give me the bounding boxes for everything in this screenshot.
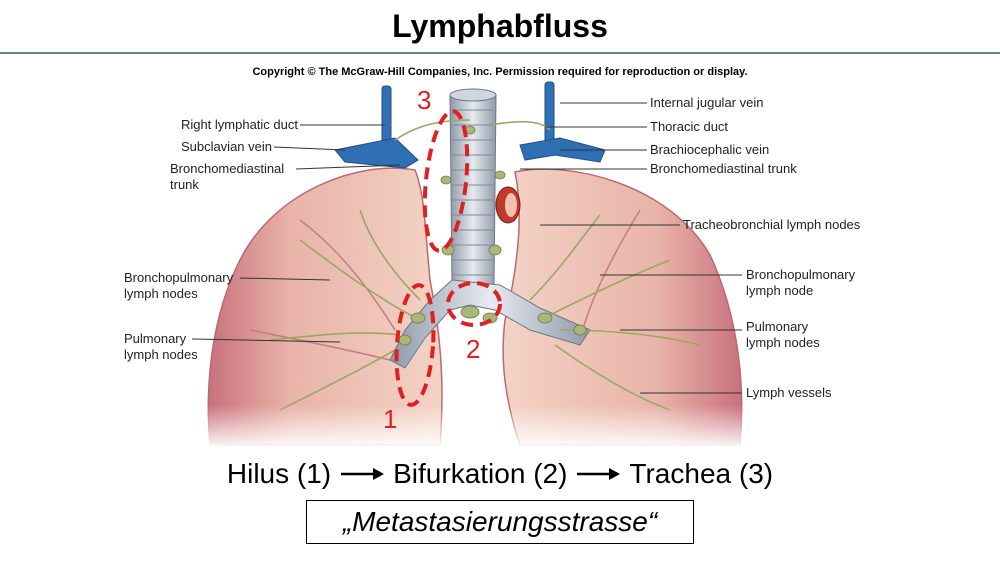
caption-text: „Metastasierungsstrasse“ [342, 506, 658, 537]
label-pulmonary-right-2: lymph nodes [746, 335, 820, 350]
copyright-notice: Copyright © The McGraw-Hill Companies, I… [252, 66, 748, 78]
slide-title: Lymphabfluss [392, 8, 608, 44]
right-lung [207, 167, 443, 446]
marker-number-hilus: 1 [383, 404, 397, 434]
label-pulmonary-right-1: Pulmonary [746, 319, 809, 334]
label-bronchopulmonary-left-2: lymph nodes [124, 286, 198, 301]
label-lymph-vessels: Lymph vessels [746, 385, 832, 400]
label-bronchomediastinal-trunk-right: Bronchomediastinal trunk [650, 161, 797, 176]
flow-step-bifurkation: Bifurkation (2) [393, 458, 568, 489]
marker-ellipse-bifurcation [446, 281, 502, 327]
label-subclavian-vein: Subclavian vein [181, 139, 272, 154]
lymph-vessels [269, 119, 701, 411]
marker-number-trachea: 3 [417, 85, 431, 115]
label-bronchomediastinal-trunk-left-2: trunk [170, 177, 199, 192]
lymph-drainage-illustration: Right lymphatic duct Subclavian vein Bro… [124, 81, 861, 450]
arrow-right-icon [341, 468, 385, 480]
label-bronchomediastinal-trunk-left-1: Bronchomediastinal [170, 161, 284, 176]
flow-step-trachea: Trachea (3) [629, 458, 774, 489]
label-tracheobronchial-nodes: Tracheobronchial lymph nodes [683, 217, 861, 232]
arrow-right-icon [577, 468, 621, 480]
label-internal-jugular-vein: Internal jugular vein [650, 95, 763, 110]
marker-ellipse-hilus [394, 283, 436, 407]
label-right-lymphatic-duct: Right lymphatic duct [181, 117, 298, 132]
trachea [389, 88, 591, 369]
label-thoracic-duct: Thoracic duct [650, 119, 728, 134]
label-pulmonary-left-1: Pulmonary [124, 331, 187, 346]
title-divider [0, 52, 1000, 54]
drainage-sequence: Hilus (1) Bifurkation (2) Trachea (3) [0, 456, 1000, 492]
marker-ellipse-trachea [422, 109, 470, 253]
label-pulmonary-left-2: lymph nodes [124, 347, 198, 362]
flow-step-hilus: Hilus (1) [226, 458, 332, 489]
marker-number-bifurcation: 2 [466, 334, 480, 364]
label-bronchopulmonary-right-2: lymph node [746, 283, 813, 298]
label-bronchopulmonary-left-1: Bronchopulmonary [124, 270, 234, 285]
label-brachiocephalic-vein: Brachiocephalic vein [650, 142, 769, 157]
caption-box: „Metastasierungsstrasse“ [306, 500, 694, 544]
label-bronchopulmonary-right-1: Bronchopulmonary [746, 267, 856, 282]
